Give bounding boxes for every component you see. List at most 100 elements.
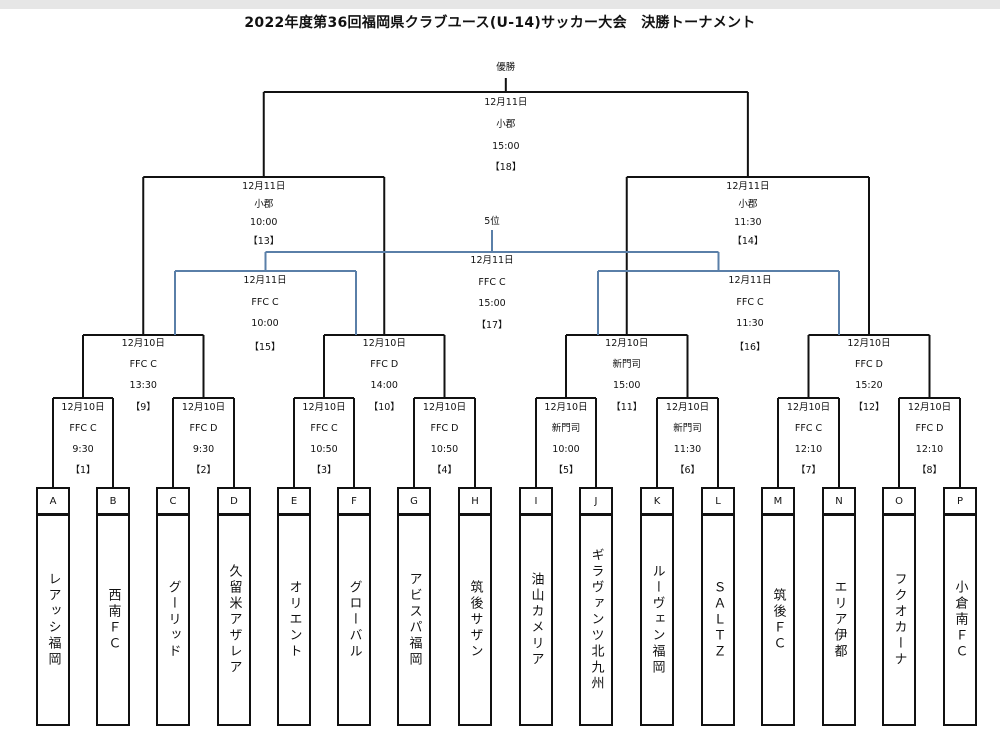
match-2-date: 12月10日	[181, 402, 226, 413]
match-2-time: 9:30	[192, 444, 215, 455]
team-name: グーリッド	[165, 580, 181, 660]
match-11-venue: 新門司	[612, 359, 642, 370]
team-letter-h: H	[458, 487, 492, 515]
match-6-time: 11:30	[673, 444, 702, 455]
match-17-venue: FFC C	[478, 277, 506, 288]
match-18-time: 15:00	[492, 141, 520, 152]
team-letter-d: D	[217, 487, 251, 515]
match-3-number: 【3】	[311, 465, 337, 476]
team-box-k: ルーヴェン福岡	[640, 514, 674, 726]
team-box-g: アビスパ福岡	[397, 514, 431, 726]
team-box-i: 油山カメリア	[519, 514, 553, 726]
match-17-date: 12月11日	[470, 255, 514, 266]
match-14-venue: 小郡	[738, 199, 758, 210]
match-10-venue: FFC D	[370, 359, 399, 370]
match-5-date: 12月10日	[544, 402, 588, 413]
match-9-time: 13:30	[129, 380, 157, 391]
match-15-date: 12月11日	[243, 275, 287, 286]
match-10-number: 【10】	[368, 402, 400, 413]
team-name: アビスパ福岡	[406, 572, 422, 668]
team-name: レアッシ福岡	[45, 572, 61, 668]
match-4-time: 10:50	[430, 444, 459, 455]
match-5-venue: 新門司	[551, 423, 581, 434]
match-8-number: 【8】	[916, 465, 943, 476]
team-name: 筑後サザン	[467, 580, 483, 660]
match-16-date: 12月11日	[728, 275, 772, 286]
match-6-date: 12月10日	[665, 402, 710, 413]
match-13-venue: 小郡	[254, 199, 274, 210]
match-2-number: 【2】	[190, 465, 217, 476]
match-9-number: 【9】	[130, 402, 156, 413]
match-18-venue: 小郡	[496, 119, 516, 130]
match-1-venue: FFC C	[69, 423, 97, 434]
team-letter-b: B	[96, 487, 130, 515]
team-name: 筑後ＦＣ	[770, 588, 786, 652]
team-box-b: 西南ＦＣ	[96, 514, 130, 726]
match-17-time: 15:00	[478, 298, 506, 309]
match-3-venue: FFC C	[310, 423, 338, 434]
team-letter-j: J	[579, 487, 613, 515]
match-14-date: 12月11日	[726, 181, 770, 192]
match-12-date: 12月10日	[847, 338, 891, 349]
match-18-date: 12月11日	[484, 97, 528, 108]
team-letter-m: M	[761, 487, 795, 515]
match-2-venue: FFC D	[189, 423, 218, 434]
match-7-number: 【7】	[795, 465, 822, 476]
team-letter-n: N	[822, 487, 856, 515]
team-box-o: フクオカーナ	[882, 514, 916, 726]
team-box-d: 久留米アザレア	[217, 514, 251, 726]
match-13-number: 【13】	[248, 236, 280, 247]
team-name: 久留米アザレア	[226, 564, 242, 676]
match-8-venue: FFC D	[915, 423, 944, 434]
team-letter-i: I	[519, 487, 553, 515]
match-4-number: 【4】	[431, 465, 458, 476]
match-12-time: 15:20	[855, 380, 883, 391]
team-box-c: グーリッド	[156, 514, 190, 726]
team-letter-e: E	[277, 487, 311, 515]
team-box-n: エリア伊都	[822, 514, 856, 726]
page-title: 2022年度第36回福岡県クラブユース(U-14)サッカー大会 決勝トーナメント	[244, 15, 756, 31]
match-12-number: 【12】	[853, 402, 885, 413]
team-letter-c: C	[156, 487, 190, 515]
team-name: オリエント	[286, 580, 302, 660]
match-15-number: 【15】	[249, 342, 281, 353]
team-name: 小倉南ＦＣ	[952, 580, 968, 660]
team-letter-a: A	[36, 487, 70, 515]
match-13-date: 12月11日	[242, 181, 286, 192]
team-box-p: 小倉南ＦＣ	[943, 514, 977, 726]
match-9-venue: FFC C	[129, 359, 157, 370]
team-name: エリア伊都	[831, 580, 847, 660]
team-name: 西南ＦＣ	[105, 588, 121, 652]
team-box-j: ギラヴァンツ北九州	[579, 514, 613, 726]
match-8-time: 12:10	[915, 444, 944, 455]
match-6-venue: 新門司	[673, 423, 702, 434]
match-16-venue: FFC C	[736, 297, 764, 308]
champion-label: 優勝	[496, 62, 516, 73]
match-15-venue: FFC C	[251, 297, 279, 308]
match-14-number: 【14】	[732, 236, 764, 247]
team-letter-o: O	[882, 487, 916, 515]
team-letter-f: F	[337, 487, 371, 515]
team-letter-l: L	[701, 487, 735, 515]
match-17-number: 【17】	[476, 320, 508, 331]
match-11-time: 15:00	[613, 380, 641, 391]
match-7-venue: FFC C	[794, 423, 823, 434]
match-5-number: 【5】	[553, 465, 579, 476]
match-3-date: 12月10日	[302, 402, 346, 413]
match-1-time: 9:30	[72, 444, 94, 455]
match-10-time: 14:00	[370, 380, 398, 391]
team-letter-k: K	[640, 487, 674, 515]
team-name: 油山カメリア	[528, 572, 544, 668]
match-3-time: 10:50	[310, 444, 338, 455]
team-box-h: 筑後サザン	[458, 514, 492, 726]
team-letter-p: P	[943, 487, 977, 515]
team-name: ＳＡＬＴＺ	[710, 580, 726, 660]
match-13-time: 10:00	[250, 217, 278, 228]
team-box-l: ＳＡＬＴＺ	[701, 514, 735, 726]
team-box-e: オリエント	[277, 514, 311, 726]
team-box-m: 筑後ＦＣ	[761, 514, 795, 726]
match-6-number: 【6】	[674, 465, 701, 476]
match-4-date: 12月10日	[422, 402, 467, 413]
team-name: ギラヴァンツ北九州	[588, 548, 604, 692]
